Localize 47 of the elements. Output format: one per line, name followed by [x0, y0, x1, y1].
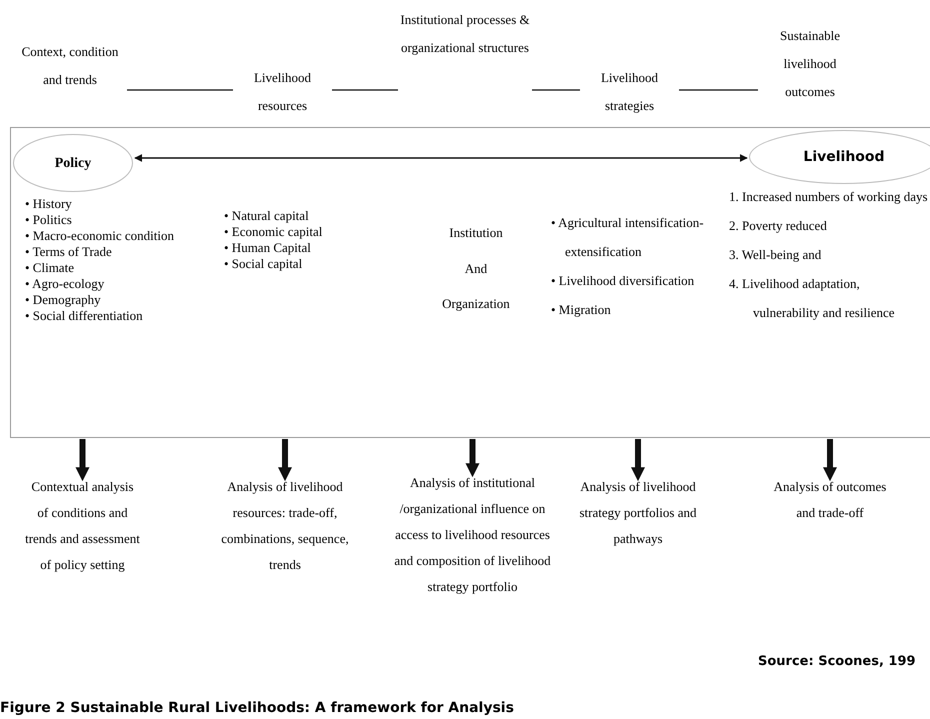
stage-heading: Livelihood resources	[252, 69, 312, 115]
bullet-item: • Politics	[25, 212, 73, 228]
bullet-item: • Social capital	[224, 256, 304, 272]
bullet-item: • History	[25, 196, 73, 212]
connector-line	[332, 89, 398, 91]
numbered-item: 4. Livelihood adaptation, vulnerability and resilience	[729, 275, 896, 322]
bullet-item: • Demography	[25, 292, 102, 308]
arrow	[823, 439, 837, 482]
stage-heading: Livelihood strategies	[600, 69, 660, 115]
numbered-item: 2. Poverty reduced	[729, 217, 828, 235]
figure-caption: Figure 2 Sustainable Rural Livelihoods: A framework for Analysis	[0, 699, 514, 718]
bullet-item: • Terms of Trade	[25, 244, 113, 260]
bullet-item: • Human Capital	[224, 240, 312, 256]
bullet-item: • Agricultural intensification-extensification	[551, 214, 705, 261]
numbered-item: 1. Increased numbers of working days	[729, 188, 929, 206]
bullet-item: • Climate	[25, 260, 75, 276]
arrow	[631, 439, 645, 482]
ellipse-label: Policy	[54, 154, 92, 172]
numbered-item: 3. Well-being and	[729, 246, 822, 264]
bullet-item: • Livelihood diversification	[551, 272, 696, 290]
bullet-item: • Social differentiation	[25, 308, 144, 324]
stage-heading: Institutional processes & organizational structures	[400, 11, 530, 57]
analysis-text: Analysis of livelihood strategy portfolios and pathways	[578, 478, 698, 548]
framework-box	[10, 127, 930, 438]
stage-heading: Context, condition and trends	[20, 43, 120, 89]
bullet-item: • Macro-economic condition	[25, 228, 175, 244]
analysis-text: Analysis of livelihood resources: trade-off, combinations, sequence, trends	[220, 478, 350, 574]
bullet-item: • Migration	[551, 301, 612, 319]
stage-heading: Sustainable livelihood outcomes	[779, 27, 841, 101]
connector-line	[127, 89, 233, 91]
connector-line	[532, 89, 580, 91]
analysis-text: Contextual analysis of conditions and trends and assessment of policy setting	[25, 478, 140, 574]
analysis-text: Analysis of institutional /organizational influence on access to livelihood resources and composition of livelihood strategy portfolio	[393, 474, 552, 596]
column-text: Institution	[449, 224, 503, 242]
arrow	[278, 439, 292, 482]
bullet-item: • Economic capital	[224, 224, 324, 240]
source-note: Source: Scoones, 199	[758, 653, 916, 671]
column-text: And	[464, 260, 488, 278]
bullet-item: • Natural capital	[224, 208, 310, 224]
bullet-item: • Agro-ecology	[25, 276, 106, 292]
arrow	[76, 439, 90, 482]
arrow	[466, 439, 480, 478]
connector-line	[679, 89, 758, 91]
analysis-text: Analysis of outcomes and trade-off	[772, 478, 888, 522]
column-text: Organization	[442, 295, 510, 313]
arrow	[134, 154, 748, 162]
ellipse-label: Livelihood	[803, 148, 885, 166]
